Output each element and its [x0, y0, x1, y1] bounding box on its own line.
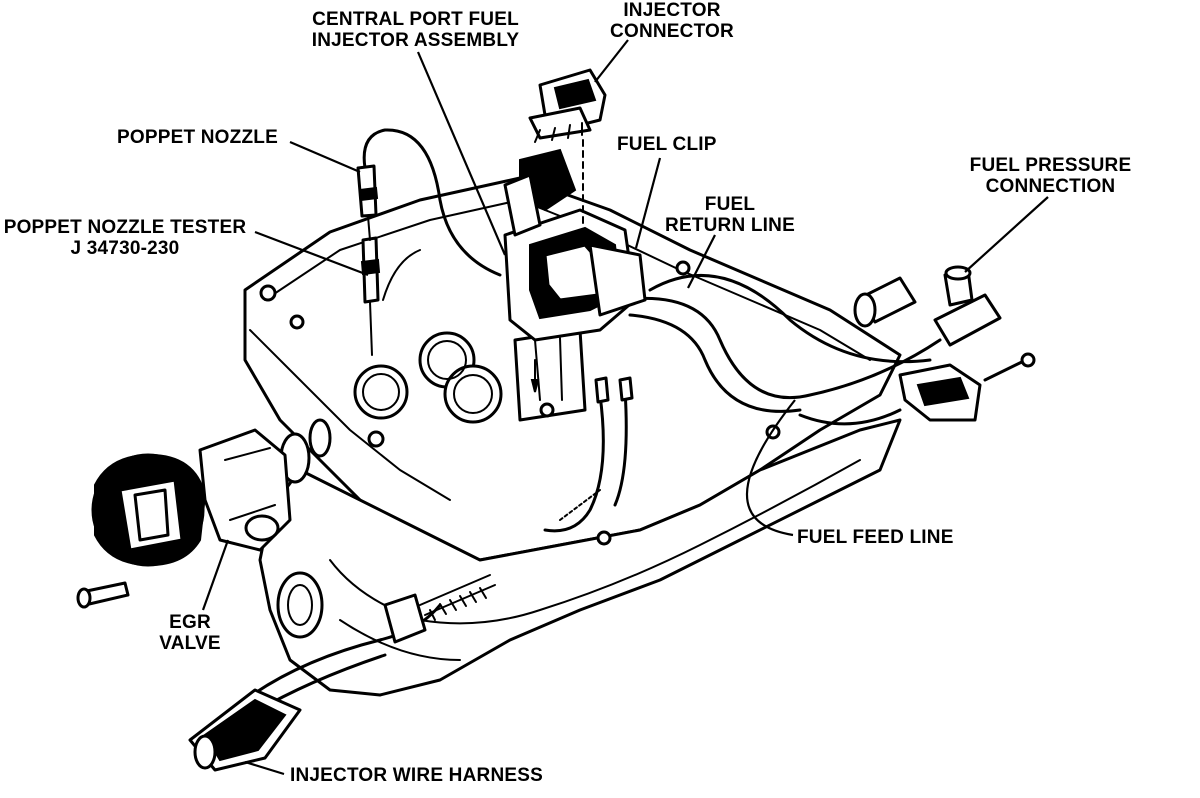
label-injector-connector: INJECTOR CONNECTOR — [602, 0, 742, 42]
label-poppet-nozzle-tester: POPPET NOZZLE TESTER J 34730-230 — [0, 217, 250, 259]
label-poppet-nozzle: POPPET NOZZLE — [117, 127, 278, 148]
label-fuel-pressure-connection: FUEL PRESSURE CONNECTION — [963, 155, 1138, 197]
label-line: INJECTOR ASSEMBLY — [311, 30, 520, 51]
label-line: CONNECTION — [985, 176, 1116, 197]
egr-valve — [76, 428, 292, 609]
label-fuel-return-line: FUEL RETURN LINE — [660, 194, 800, 236]
wire-pigtails — [543, 376, 634, 533]
label-egr-valve: EGR VALVE — [150, 612, 230, 654]
injector-wire-harness — [188, 574, 496, 772]
label-fuel-feed-line: FUEL FEED LINE — [797, 527, 954, 548]
injector-assembly — [503, 148, 647, 401]
label-line: CONNECTOR — [610, 21, 734, 42]
label-line: POPPET NOZZLE TESTER — [3, 217, 247, 238]
label-line: CENTRAL PORT FUEL — [312, 9, 519, 30]
label-line: FUEL — [704, 194, 756, 215]
label-fuel-clip: FUEL CLIP — [617, 134, 717, 155]
injector-connector — [528, 68, 607, 226]
label-injector-wire-harness: INJECTOR WIRE HARNESS — [290, 765, 543, 786]
poppet-nozzle-tester — [356, 128, 502, 356]
label-central-port-fuel-injector: CENTRAL PORT FUEL INJECTOR ASSEMBLY — [303, 9, 528, 51]
label-line: EGR — [169, 612, 211, 633]
label-line: J 34730-230 — [70, 238, 180, 259]
leader-lines — [201, 39, 1049, 776]
label-line: INJECTOR — [623, 0, 721, 21]
fuel-lines — [618, 265, 1036, 426]
label-line: FUEL PRESSURE — [969, 155, 1132, 176]
label-line: VALVE — [159, 633, 221, 654]
label-line: RETURN LINE — [665, 215, 795, 236]
